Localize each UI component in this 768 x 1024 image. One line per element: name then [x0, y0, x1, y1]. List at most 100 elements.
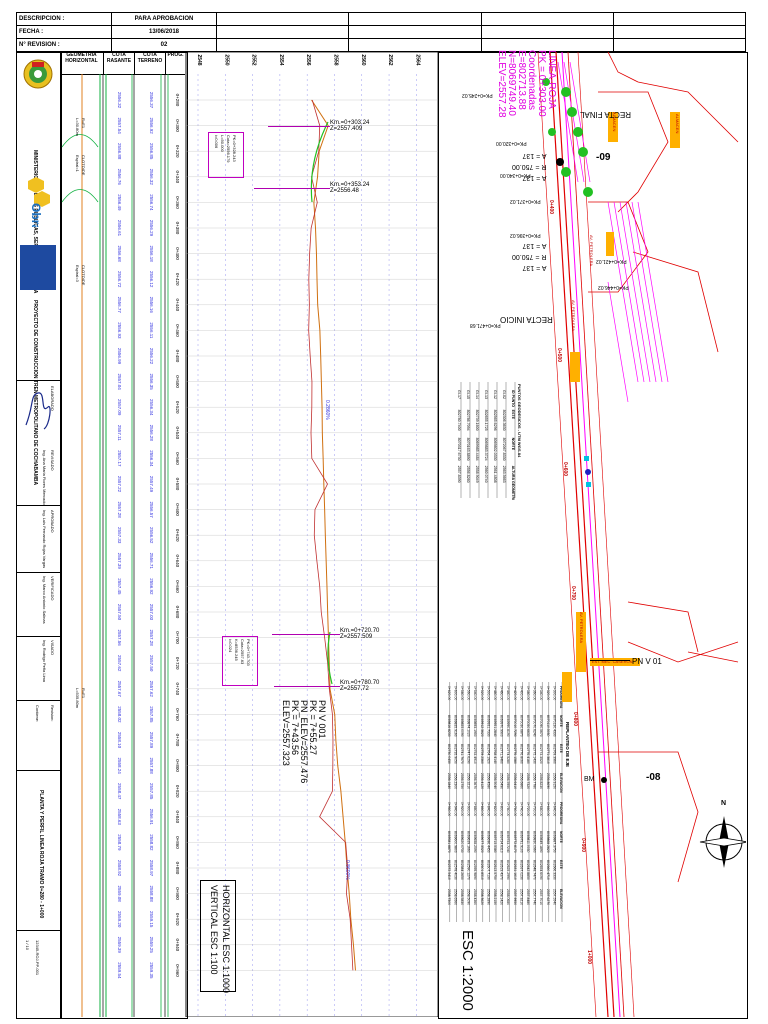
terreno-value: 2556.34 [149, 399, 154, 416]
sheet-number: 1 / 10 [25, 940, 30, 951]
recta-inicio-label: RECTA INICIO [500, 315, 553, 324]
terreno-value: 2556.29 [149, 220, 154, 237]
rasante-value: 2558.24 [117, 757, 122, 774]
elevation-tick-label: 2554 [278, 54, 284, 65]
replanteo-cell: 2558.5830 [460, 889, 464, 905]
replanteo-cell: 8069811.0030 [526, 831, 530, 853]
replanteo-cell: 0+460.00 [500, 686, 504, 700]
header-value: 02 [111, 38, 217, 52]
signature-mark [20, 385, 56, 435]
elevation-tick-label: 2558 [332, 54, 338, 65]
replanteo-cell: 802776.4180 [526, 744, 530, 764]
points-cell: 2557.8390 [457, 466, 461, 483]
replanteo-cell: 802774.5280 [506, 744, 510, 764]
drawing-code: 12345-ROJ-PP-001 [35, 940, 40, 976]
terreno-value: 2556.57 [149, 501, 154, 518]
scale-vertical: VERTICAL ESC 1:100 [209, 885, 219, 975]
rasante-value: 2557.50 [117, 604, 122, 621]
prog-value: 0+800 [175, 759, 180, 772]
points-cell: 802306.3630 [502, 410, 506, 431]
replanteo-cell: 802607.7130 [486, 860, 490, 880]
plan-drawing [537, 52, 746, 1017]
replanteo-cell: 8069990.8190 [506, 715, 510, 737]
replanteo-cell: 802741.7670 [460, 744, 464, 764]
elevation-tick-label: 2556 [305, 54, 311, 65]
revision-label: Revision: [50, 705, 55, 722]
pk-note: PK=0+396.02 [510, 232, 541, 238]
terreno-value: 2556.18 [149, 245, 154, 262]
prog-value: 0+820 [175, 785, 180, 798]
replanteo-cell: 8070110.5030 [546, 715, 550, 737]
points-header: ALTURA GEOMETRICA [511, 466, 515, 500]
replanteo-cell: 2557.7740 [533, 889, 537, 905]
street-label: AV. PETROLERA [571, 300, 576, 332]
title-block [16, 52, 62, 1019]
replanteo-cell: 8069951.2840 [493, 715, 497, 737]
replanteo-cell: 0+880.00 [473, 802, 477, 816]
replanteo-header: PROGRESIVA [559, 802, 563, 825]
replanteo-cell: 0+860.00 [480, 802, 484, 816]
rasante-value: 2556.61 [117, 220, 122, 237]
km-label: Km.=0+353.24 [330, 182, 370, 188]
km-annotation: Km.=0+353.24 Z=2556.48 [330, 182, 369, 194]
replanteo-cell: 2556.4120 [480, 773, 484, 789]
replanteo-cell: 2557.8480 [526, 889, 530, 905]
terreno-value: 2556.74 [149, 194, 154, 211]
rasante-value: 2556.49 [117, 194, 122, 211]
replanteo-cell: 8069677.3520 [480, 831, 484, 853]
bolivia-seal [18, 56, 58, 92]
replanteo-cell: 2556.3210 [467, 773, 471, 789]
rasante-value: 2557.11 [117, 425, 122, 441]
grade-label: 0.8600% [344, 860, 350, 880]
replanteo-header: ESTE [559, 744, 563, 754]
replanteo-cell: 8069658.2590 [473, 831, 477, 853]
elevation-tick-label: 2560 [360, 54, 366, 65]
curve-note-line: A = 137 [522, 152, 547, 159]
curve-label: L=30.80m [75, 118, 80, 136]
replanteo-cell: 802764.1920 [486, 744, 490, 764]
replanteo-cell: 802771.3810 [546, 744, 550, 764]
replanteo-cell: 802747.6290 [467, 744, 471, 764]
rasante-value: 2557.17 [117, 450, 122, 467]
terreno-value: 2558.82 [149, 834, 154, 851]
curve-label: CLOTOIDE [81, 155, 86, 176]
points-cell: 8070163.8890 [466, 438, 470, 461]
rasante-value: 2557.54 [117, 117, 122, 134]
replanteo-cell: 2556.7780 [533, 773, 537, 789]
replanteo-cell: 2556.2300 [453, 773, 457, 789]
rasante-value: 2559.54 [117, 962, 122, 979]
terreno-value: 2556.35 [149, 373, 154, 390]
terreno-value: 2558.88 [149, 885, 154, 902]
replanteo-cell: 0+520.00 [480, 686, 484, 700]
elevation-tick-label: 2550 [223, 54, 229, 65]
terreno-value: 2556.37 [149, 92, 154, 109]
replanteo-cell: 0+760.00 [513, 802, 517, 816]
prog-value: 0+360 [175, 196, 180, 209]
sig-label-aprobado: APROBADO [50, 510, 55, 533]
elevation-tick-label: 2548 [196, 54, 202, 65]
replanteo-cell: 0+600.00 [453, 686, 457, 700]
line-label-line: LINEA-ROJA [546, 50, 557, 109]
points-cell: 802565.6296 [493, 410, 497, 431]
replanteo-cell: 0+400.00 [519, 686, 523, 700]
station-label: 0+500 [556, 348, 562, 363]
points-cell: 8069883.3724 [484, 438, 488, 461]
replanteo-cell: 8069849.1890 [539, 831, 543, 853]
replanteo-cell: 802776.8060 [519, 744, 523, 764]
replanteo-cell: 0+480.00 [493, 686, 497, 700]
svg-text:Obras: Obras [29, 203, 43, 227]
curve-note-line: A = 137 [522, 264, 547, 271]
prog-value: 0+540 [175, 426, 180, 439]
replanteo-cell: 8069600.9800 [453, 831, 457, 853]
replanteo-cell: 0+820.00 [493, 802, 497, 816]
replanteo-cell: 8069816.8230 [447, 715, 451, 737]
terreno-value: 2557.85 [149, 783, 154, 800]
contents-label: Contiene: [35, 705, 40, 723]
terreno-value: 2556.85 [149, 143, 154, 160]
pn-line: PN_ELEV=2557.476 [299, 700, 309, 784]
pv-box: PK=0+743.703 Cota=2557.63 K=8536.245 i=0… [222, 636, 258, 686]
obras-logo: Obras [20, 175, 56, 238]
replanteo-cell: 0+800.00 [500, 802, 504, 816]
points-table-title: PUNTOS GEODESICOS - UTM WGS-84 [517, 384, 522, 458]
km-label: Km.=0+303.24 [330, 120, 370, 126]
